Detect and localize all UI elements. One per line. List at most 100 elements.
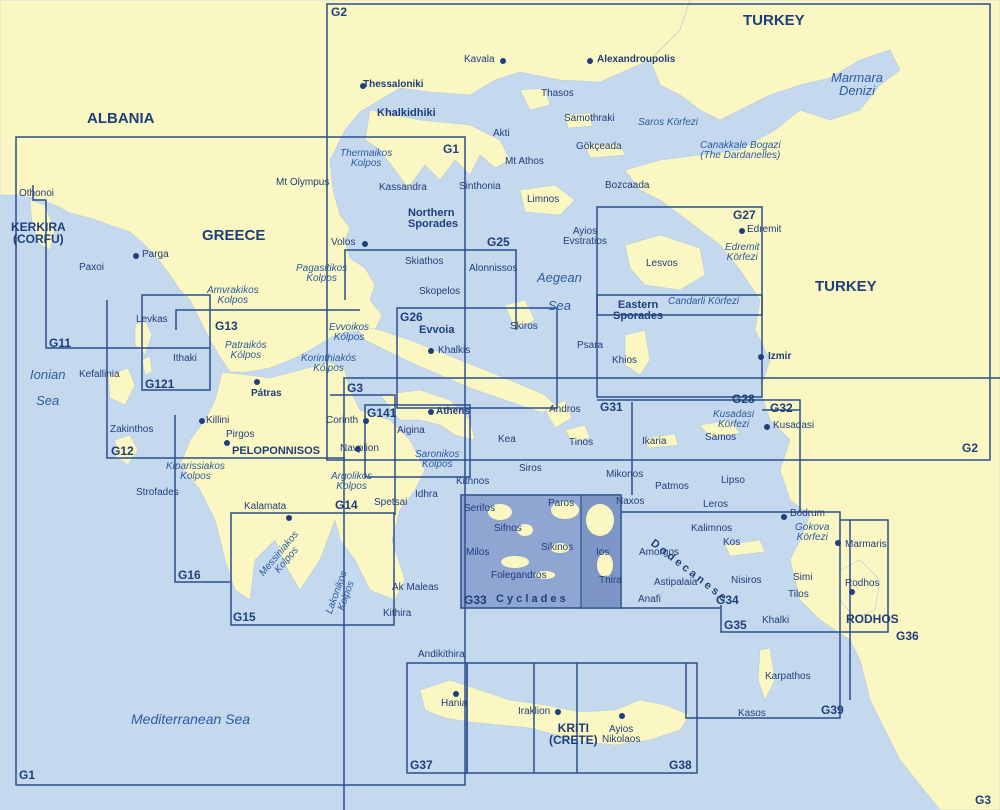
place-kalimnos: Kalimnos (691, 523, 733, 534)
chart-label-G28[interactable]: G28 (732, 392, 755, 406)
khios-land (624, 329, 651, 376)
region-evvoia: Evvoia (419, 324, 455, 336)
chart-label-G1-bottom[interactable]: G1 (19, 768, 36, 782)
place-patras: Pátras (251, 388, 282, 399)
kerkira-land (29, 199, 56, 251)
place-alonnissos: Alonnissos (469, 263, 518, 274)
place-ios: Ios (596, 547, 610, 558)
place-sifnos: Sifnos (494, 523, 522, 534)
place-zakinthos: Zakinthos (110, 424, 154, 435)
sea-canakkale: Canakkale Bogazi (The Dardanelles) (700, 140, 781, 161)
place-killini: Killini (206, 415, 230, 426)
chart-label-G2-right[interactable]: G2 (962, 441, 979, 455)
chart-label-G34[interactable]: G34 (716, 593, 739, 607)
chart-label-G37[interactable]: G37 (410, 758, 433, 772)
place-andikithira: Andikithira (418, 649, 465, 660)
place-ak-maleas: Ak Maleas (392, 582, 439, 593)
kusadasi-marker (764, 424, 770, 430)
outline-G141 (364, 404, 471, 478)
karpathos-land (757, 647, 776, 701)
place-parga: Parga (142, 249, 169, 260)
chart-label-G3-bottom[interactable]: G3 (975, 793, 992, 807)
khalkidhiki (364, 109, 511, 189)
chart-label-G38[interactable]: G38 (669, 758, 692, 772)
place-skiathos: Skiathos (405, 256, 444, 267)
chart-label-G12[interactable]: G12 (111, 444, 134, 458)
chart-label-G13[interactable]: G13 (215, 319, 238, 333)
chart-label-G31[interactable]: G31 (600, 400, 623, 414)
outline-G12 (106, 300, 345, 459)
kos-land (724, 539, 766, 557)
place-folegandros: Folegandros (491, 570, 547, 581)
outline-eastern-sporades (596, 294, 763, 316)
place-samos: Samos (705, 432, 737, 443)
levkas-land (134, 319, 153, 356)
place-alexandroupolis: Alexandroupolis (597, 54, 676, 65)
chart-label-G3-top[interactable]: G3 (347, 381, 364, 395)
kefallinia-land (107, 367, 136, 406)
corinth-marker (363, 418, 369, 424)
place-marmaris: Marmaris (845, 539, 887, 550)
outline-G121 (141, 294, 211, 391)
place-sinthonia: Sinthonia (459, 181, 501, 192)
chart-label-G27[interactable]: G27 (733, 208, 756, 222)
place-naxos: Naxos (616, 496, 645, 507)
kalamata-marker (286, 515, 292, 521)
place-paxoi: Paxoi (79, 262, 105, 273)
region-kerkira: KERKIRA (CORFU) (11, 220, 66, 246)
sea-gokova: Gokova Körfezi (795, 522, 830, 543)
outline-G34 (621, 511, 841, 719)
khalkis-marker (428, 348, 434, 354)
chart-label-G11[interactable]: G11 (49, 336, 72, 350)
place-astipalaia: Astipalaia (654, 577, 698, 588)
chart-label-G14[interactable]: G14 (335, 498, 358, 512)
ikaria-land (644, 433, 679, 449)
chart-label-G39[interactable]: G39 (821, 703, 844, 717)
chart-label-G121[interactable]: G121 (145, 377, 175, 391)
place-khios: Khios (612, 355, 638, 366)
samos-land (699, 419, 741, 439)
chart-label-G26[interactable]: G26 (400, 310, 423, 324)
chart-label-G32[interactable]: G32 (770, 401, 793, 415)
chart-label-G2-top[interactable]: G2 (331, 5, 348, 19)
place-izmir: Izmir (768, 351, 792, 362)
place-kasos: Kasos (738, 708, 766, 719)
outline-G13 (175, 309, 360, 330)
place-mt-athos: Mt Athos (505, 156, 544, 167)
sea-candarli: Candarli Körfezi (668, 296, 740, 307)
place-kithira: Kithira (383, 608, 412, 619)
outline-G2 (326, 3, 991, 461)
chart-label-G33[interactable]: G33 (464, 593, 487, 607)
chart-label-G25[interactable]: G25 (487, 235, 510, 249)
chart-label-G1-top[interactable]: G1 (443, 142, 460, 156)
chart-label-G15[interactable]: G15 (233, 610, 256, 624)
place-kefallinia: Kefallinia (79, 369, 120, 380)
chart-label-G16[interactable]: G16 (178, 568, 201, 582)
alexandroupolis-marker (587, 58, 593, 64)
athens-marker (428, 409, 434, 415)
place-psara: Psara (577, 340, 604, 351)
place-spetsai: Spetsai (374, 497, 408, 508)
sea-edremit-korfezi: Edremit Körfezi (725, 242, 760, 263)
sea-patraikos: Patraikós Kólpos (225, 340, 267, 361)
place-lipso: Lipso (721, 475, 745, 486)
place-kea: Kea (498, 434, 516, 445)
region-cyclades: C y c l a d e s (496, 593, 566, 605)
outline-G25 (344, 249, 517, 330)
chart-label-G36[interactable]: G36 (896, 629, 919, 643)
place-tinos: Tinos (569, 437, 594, 448)
iraklion-marker (555, 709, 561, 715)
sea-amvrakikos: Amvrakikos Kolpos (207, 285, 259, 306)
sea-saronikos: Saronikos Kolpos (415, 449, 460, 470)
sea-marmara: Marmara Denizi (831, 70, 884, 98)
place-thasos: Thasos (541, 88, 574, 99)
place-volos: Volos (331, 237, 356, 248)
place-samothraki: Samothraki (564, 113, 615, 124)
place-pirgos: Pirgos (226, 429, 255, 440)
place-patmos: Patmos (655, 481, 689, 492)
chart-label-G141[interactable]: G141 (367, 406, 397, 420)
chart-label-G35[interactable]: G35 (724, 618, 747, 632)
place-limnos: Limnos (527, 194, 560, 205)
